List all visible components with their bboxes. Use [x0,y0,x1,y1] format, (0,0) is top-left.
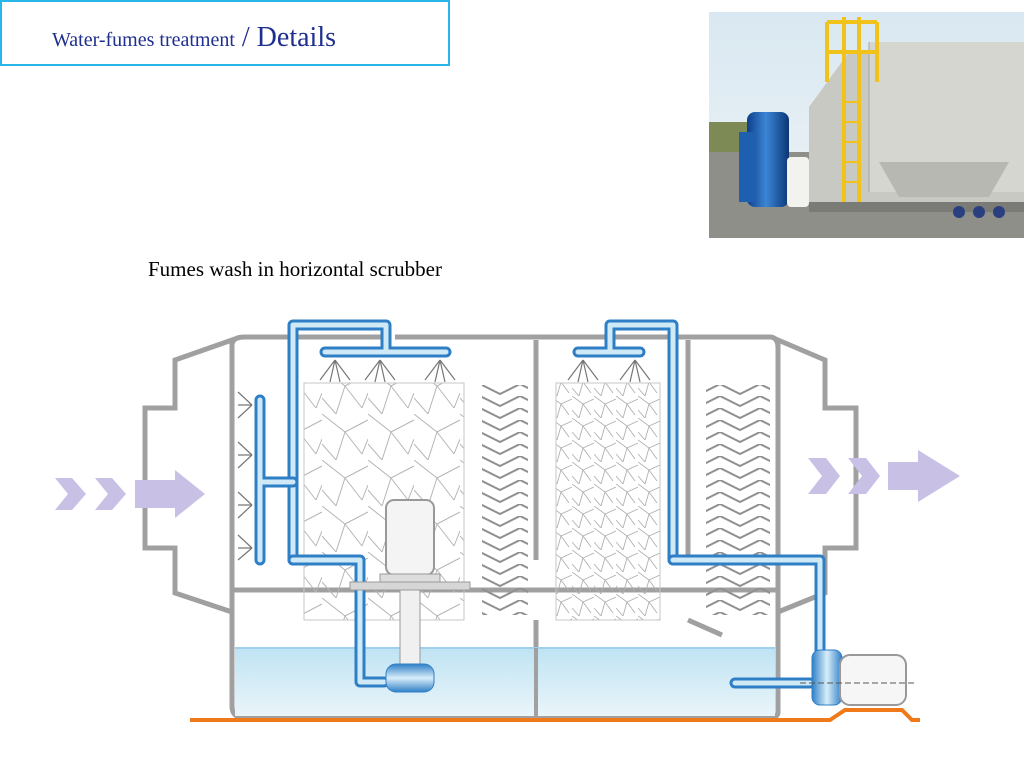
mist-eliminator-1 [482,385,528,615]
diagram-caption: Fumes wash in horizontal scrubber [148,257,442,281]
title-detail: / Details [234,22,336,53]
packing-bed-2 [555,382,661,621]
scrubber-photo [709,12,1024,238]
mist-eliminator-2 [706,385,770,615]
title-main: Water-fumes treatment [52,29,235,51]
outlet-arrow [808,450,960,502]
title-box: Water-fumes treatment / Details [0,0,450,66]
inlet-arrow [55,470,205,518]
ground-pipe [190,708,920,722]
spray-nozzles [237,359,651,561]
pipe-network [254,319,826,689]
slide-title: Water-fumes treatment / Details [52,22,336,54]
water-tank [235,648,775,716]
vertical-pump [349,499,471,693]
horizontal-pump [800,649,915,706]
scrubber-diagram [55,319,960,722]
